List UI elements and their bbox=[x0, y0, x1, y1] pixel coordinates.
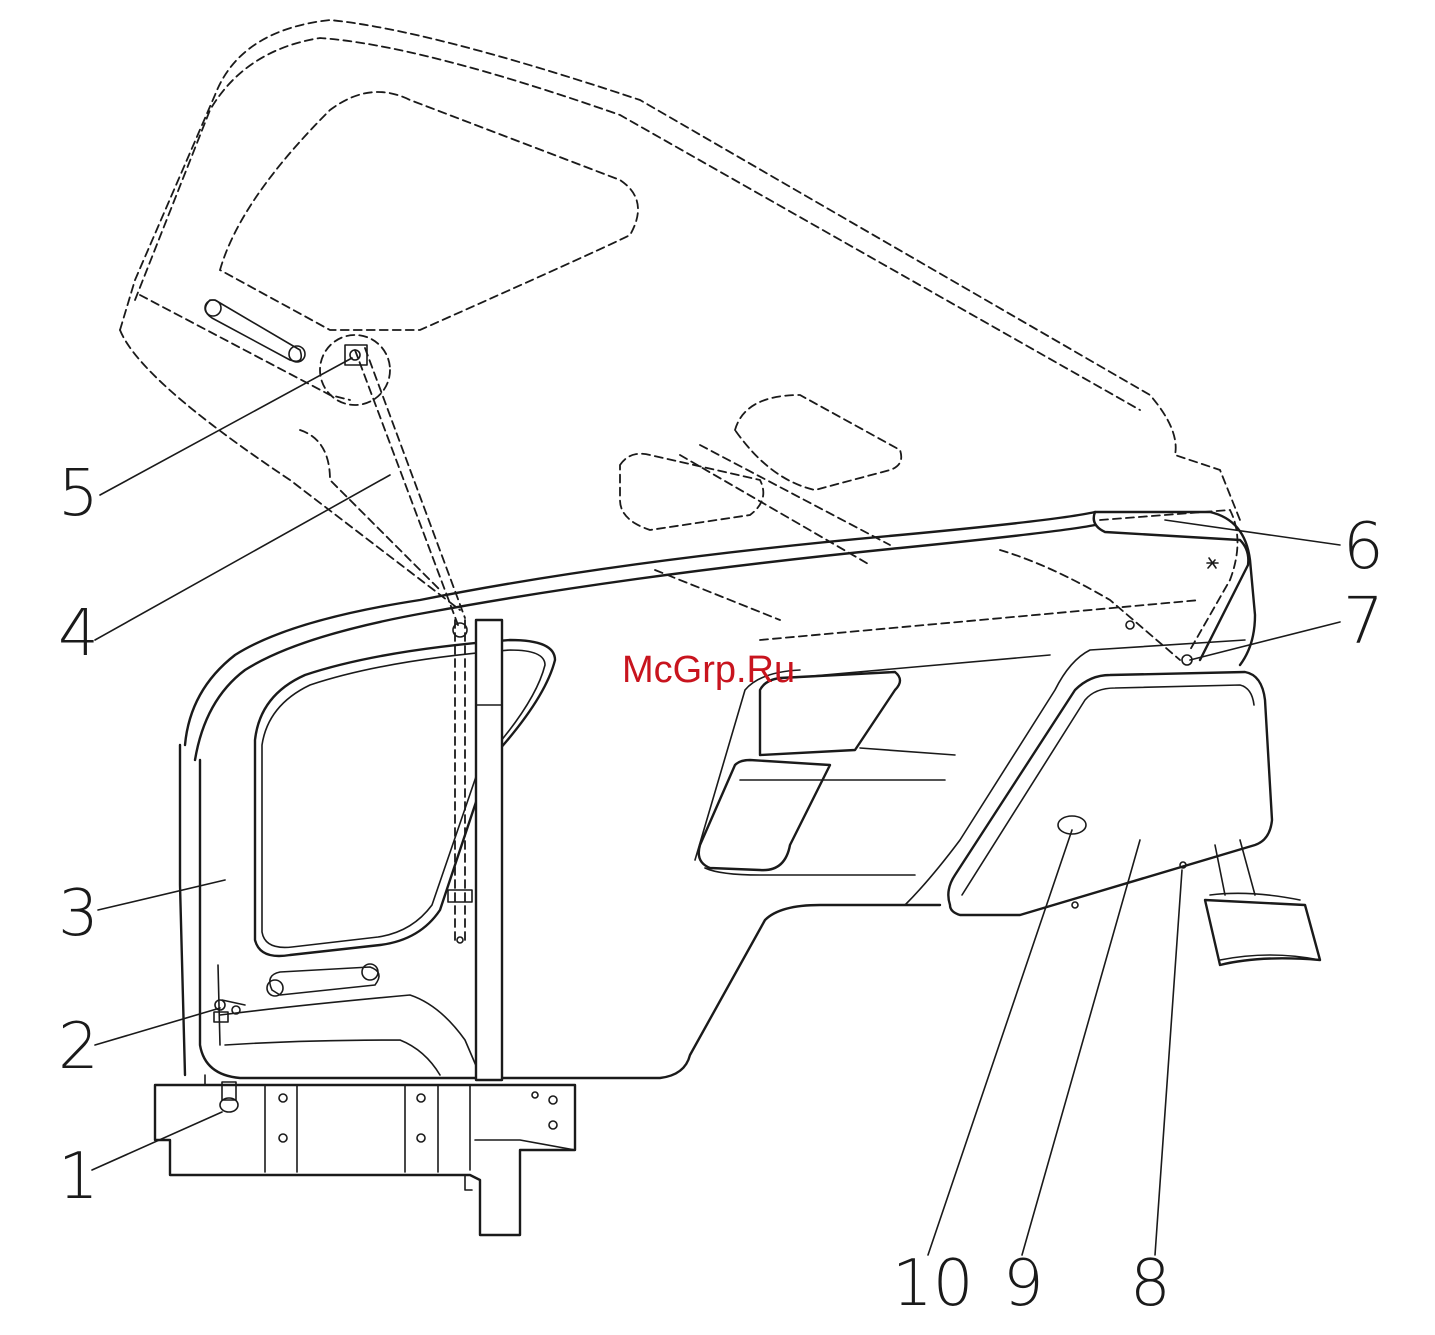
closed-hood bbox=[180, 512, 1320, 1085]
callout-7: 7 bbox=[1343, 585, 1384, 659]
callout-4: 4 bbox=[58, 597, 99, 671]
callout-8: 8 bbox=[1130, 1247, 1171, 1321]
callout-9: 9 bbox=[1003, 1247, 1044, 1321]
watermark: McGrp.Ru bbox=[622, 649, 795, 691]
callout-6: 6 bbox=[1343, 510, 1384, 584]
callout-1: 1 bbox=[58, 1140, 99, 1214]
callout-10: 10 bbox=[892, 1247, 973, 1321]
callout-3: 3 bbox=[58, 877, 99, 951]
callout-labels: 1 2 3 4 5 6 7 8 9 10 bbox=[58, 457, 1384, 1321]
callout-5: 5 bbox=[58, 457, 99, 531]
raised-hood-outline bbox=[120, 20, 1240, 660]
callout-2: 2 bbox=[58, 1010, 99, 1084]
chassis-frame bbox=[155, 965, 575, 1235]
